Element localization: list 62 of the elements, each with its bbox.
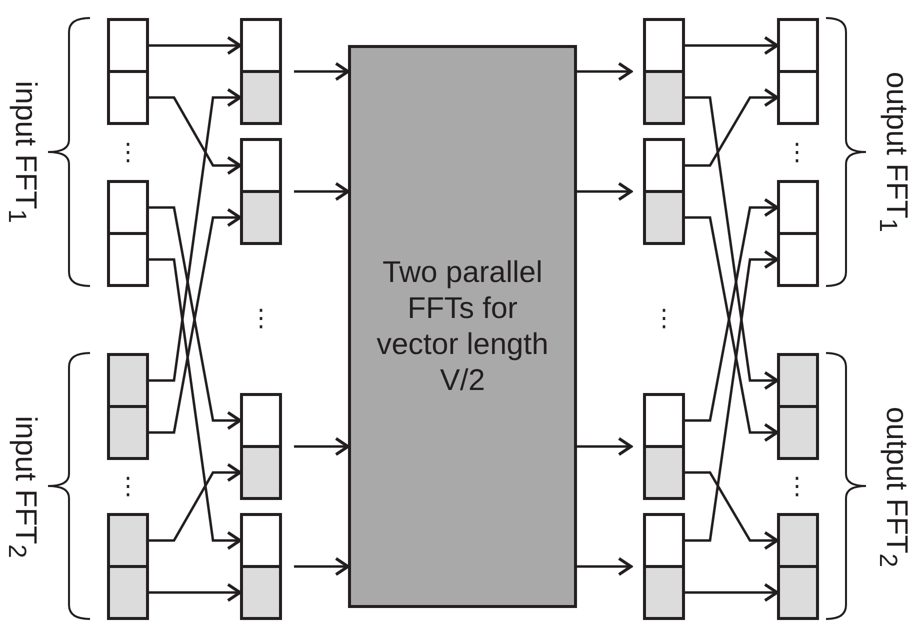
register-cell — [643, 18, 685, 73]
register-cell — [777, 513, 819, 568]
arrow — [685, 88, 778, 167]
register-cell — [777, 353, 819, 408]
register-cell — [240, 445, 282, 500]
arrow — [577, 182, 632, 201]
ellipsis-mark: ⋮ — [785, 140, 809, 164]
register-cell — [240, 513, 282, 568]
arrow — [149, 463, 242, 542]
register-cell — [107, 180, 149, 235]
register-cell — [107, 513, 149, 568]
arrow — [685, 216, 778, 442]
arrow — [685, 583, 778, 602]
arrow — [294, 557, 350, 576]
register-cell — [240, 18, 282, 73]
arrow — [685, 250, 778, 542]
ellipsis-mark: ⋮ — [116, 474, 140, 498]
register-cell — [643, 445, 685, 500]
register-cell — [777, 565, 819, 620]
arrow — [294, 182, 350, 201]
register-cell — [240, 190, 282, 245]
register-cell — [240, 565, 282, 620]
arrow — [149, 258, 242, 550]
arrow — [577, 437, 632, 456]
arrow — [149, 88, 242, 382]
arrow — [685, 96, 778, 390]
register-cell — [240, 138, 282, 193]
register-cell — [240, 393, 282, 448]
register-cell — [107, 353, 149, 408]
ellipsis-mark: ⋮ — [249, 306, 273, 330]
block-label: Two parallel FFTs for vector length V/2 — [376, 254, 550, 398]
register-cell — [643, 393, 685, 448]
register-cell — [107, 18, 149, 73]
ellipsis-mark: ⋮ — [116, 140, 140, 164]
register-cell — [107, 70, 149, 125]
register-cell — [777, 70, 819, 125]
arrow — [149, 36, 242, 55]
register-cell — [643, 565, 685, 620]
register-cell — [777, 232, 819, 287]
fft-block — [348, 45, 577, 608]
arrow — [685, 36, 778, 55]
ellipsis-mark: ⋮ — [652, 306, 676, 330]
register-cell — [643, 138, 685, 193]
arrow — [294, 62, 350, 81]
register-cell — [777, 405, 819, 460]
ellipsis-mark: ⋮ — [785, 474, 809, 498]
register-cell — [107, 405, 149, 460]
arrow — [577, 557, 632, 576]
arrow — [577, 62, 632, 81]
register-cell — [107, 232, 149, 287]
register-cell — [240, 70, 282, 125]
register-cell — [643, 190, 685, 245]
register-cell — [643, 70, 685, 125]
arrow — [685, 471, 778, 550]
register-cell — [777, 180, 819, 235]
arrow — [685, 198, 778, 422]
arrow — [294, 437, 350, 456]
arrow — [149, 96, 242, 175]
arrow — [149, 583, 242, 602]
register-cell — [777, 18, 819, 73]
register-cell — [107, 565, 149, 620]
register-cell — [643, 513, 685, 568]
